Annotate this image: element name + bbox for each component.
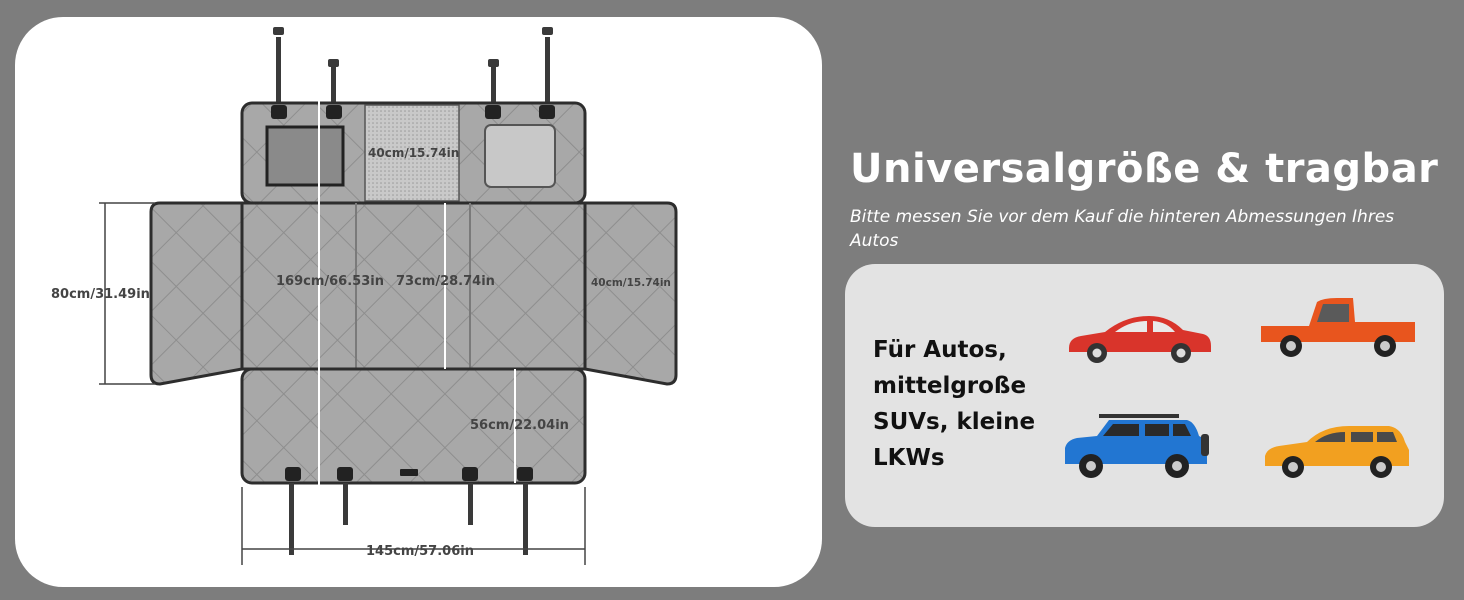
side-height-dimension: 80cm/31.49in xyxy=(51,287,150,302)
suv-car-icon xyxy=(1065,414,1209,478)
compatibility-line: mittelgroße xyxy=(873,373,1027,399)
bottom-section-dimension: 56cm/22.04in xyxy=(470,418,569,433)
seat-cover-diagram: 40cm/15.74in 169cm/66.53in 73cm/28.74in … xyxy=(51,27,678,565)
mesh-window-dimension: 40cm/15.74in xyxy=(368,146,459,160)
sedan-car-icon xyxy=(1069,316,1211,363)
product-diagram-panel: 40cm/15.74in 169cm/66.53in 73cm/28.74in … xyxy=(15,17,822,587)
left-side-flap xyxy=(149,201,244,386)
crossover-car-icon xyxy=(1265,426,1409,478)
top-straps xyxy=(273,27,553,109)
bottom-buckles xyxy=(285,467,533,481)
compatibility-line: SUVs, kleine xyxy=(873,409,1036,435)
dimension-lines xyxy=(99,101,586,565)
compatibility-line: Für Autos, xyxy=(873,337,1007,363)
total-length-dimension: 169cm/66.53in xyxy=(276,274,384,289)
top-buckles xyxy=(271,105,555,119)
mesh-pocket xyxy=(484,124,556,188)
compatibility-card: Für Autos, mittelgroße SUVs, kleine LKWs xyxy=(845,264,1444,527)
headline: Universalgröße & tragbar xyxy=(850,146,1439,192)
compatibility-line: LKWs xyxy=(873,445,945,471)
seat-width-dimension: 73cm/28.74in xyxy=(396,274,495,289)
compatibility-text: Für Autos, mittelgroße SUVs, kleine LKWs xyxy=(873,332,1063,476)
mesh-window xyxy=(364,104,460,202)
bottom-straps xyxy=(289,483,528,555)
side-flap-dimension: 40cm/15.74in xyxy=(591,277,671,289)
subline: Bitte messen Sie vor dem Kauf die hinter… xyxy=(850,207,1395,251)
right-side-flap xyxy=(583,201,678,386)
storage-window xyxy=(265,125,345,187)
floor-section xyxy=(240,367,587,485)
pickup-truck-icon xyxy=(1261,298,1415,357)
total-width-dimension: 145cm/57.06in xyxy=(366,544,474,559)
seat-section xyxy=(240,201,587,371)
